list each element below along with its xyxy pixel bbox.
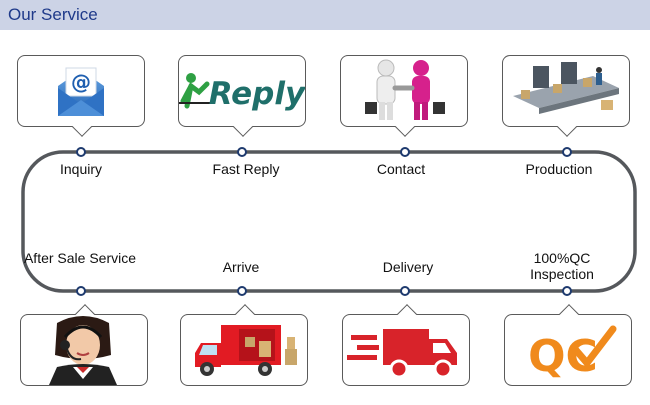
inquiry-card: @ [17, 55, 145, 137]
section-header: Our Service [0, 0, 650, 30]
delivery-card [342, 304, 470, 386]
qc-inspection-card: QC [504, 304, 632, 386]
svg-text:@: @ [71, 70, 91, 94]
delivery-label: Delivery [382, 259, 434, 275]
production-node [562, 147, 572, 157]
moving-truck-icon [195, 325, 297, 376]
qc-logo-text: QC [528, 331, 598, 382]
fast-reply-node [237, 147, 247, 157]
handshake-icon [365, 59, 445, 120]
delivery-node [400, 286, 410, 296]
reply-logo: Reply [179, 73, 305, 112]
inquiry-label: Inquiry [59, 161, 103, 177]
process-loop-track [21, 150, 637, 293]
production-line-icon [513, 62, 619, 114]
reply-logo-text: Reply [209, 76, 305, 112]
fast-delivery-truck-icon [347, 329, 457, 379]
email-envelope-icon: @ [58, 67, 104, 116]
section-title: Our Service [8, 5, 98, 24]
fast-reply-label: Fast Reply [212, 161, 280, 177]
after-sale-service-node [76, 286, 86, 296]
contact-node [400, 147, 410, 157]
customer-service-agent-icon [49, 316, 117, 385]
fast-reply-card: Reply [178, 55, 306, 137]
qc-check-icon: QC [528, 325, 617, 382]
contact-card [340, 55, 468, 137]
qc-inspection-label: 100%QC Inspection [530, 250, 594, 282]
inquiry-node [76, 147, 86, 157]
arrive-node [237, 286, 247, 296]
contact-label: Contact [376, 161, 426, 177]
arrive-label: Arrive [222, 259, 260, 275]
production-label: Production [525, 161, 593, 177]
qc-inspection-node [562, 286, 572, 296]
after-sale-service-label: After Sale Service [23, 250, 137, 266]
after-sale-service-card [20, 304, 148, 386]
production-card [502, 55, 630, 137]
arrive-card [180, 304, 308, 386]
